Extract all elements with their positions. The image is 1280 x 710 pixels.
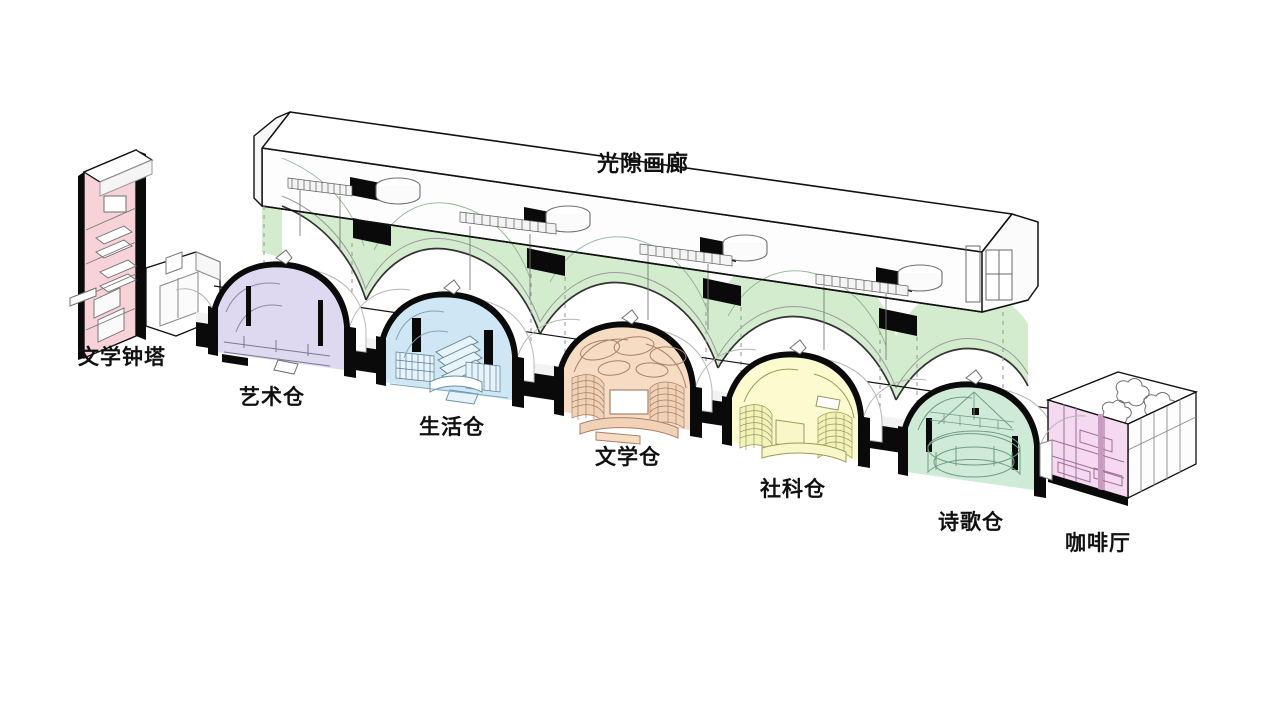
gallery-balustrade-rails [287,177,909,297]
silo-life [376,279,535,408]
gallery-bottom-edge [261,205,983,313]
silo-poetry [898,369,1059,498]
tower-stairs [93,225,137,343]
label-cafe: 咖啡厅 [1065,531,1131,555]
silo-literature [554,309,713,445]
label-gallery: 光隙画廊 [597,152,690,177]
label-silo-literature: 文学仓 [595,445,661,469]
silo-literature-bookshelves [571,374,685,429]
gallery-soffit-offset-lines [281,195,1029,389]
ghost-roof-outlines [175,288,1087,447]
silo-literature-display [609,389,649,415]
label-silo-poetry: 诗歌仓 [938,510,1004,534]
cafe-connector [1039,439,1053,481]
tower-canopy [69,287,97,307]
gallery-volume [253,111,1039,401]
gallery-skylight-ovals [375,177,943,292]
silo-art [208,249,367,378]
silo-social-bookshelves [739,404,853,459]
silo-literature-ceiling-ovals [579,336,687,378]
clock-tower-volume [69,148,221,360]
tower-cut-edge [136,150,146,340]
gallery-arch-soffits [281,205,1029,401]
tower-connector [145,251,221,337]
gallery-end-bay [965,245,1013,303]
silo-poetry-drum [927,430,1021,478]
label-silo-art: 艺术仓 [239,385,305,409]
label-silo-social: 社科仓 [760,477,826,501]
tower-clock-opening [103,195,127,213]
label-silo-life: 生活仓 [419,415,485,439]
cafe-mullion [1098,414,1103,490]
cafe-base [1048,474,1128,506]
gallery-slab [253,111,1039,313]
cafe-volume [1039,371,1199,506]
silo-social-plaque [815,395,841,411]
gallery-mullions [299,190,887,360]
label-tower: 文学钟塔 [78,345,166,369]
cafe-interior-lines [1051,404,1125,490]
tower-left-edge [78,172,84,360]
silo-social [722,339,883,468]
